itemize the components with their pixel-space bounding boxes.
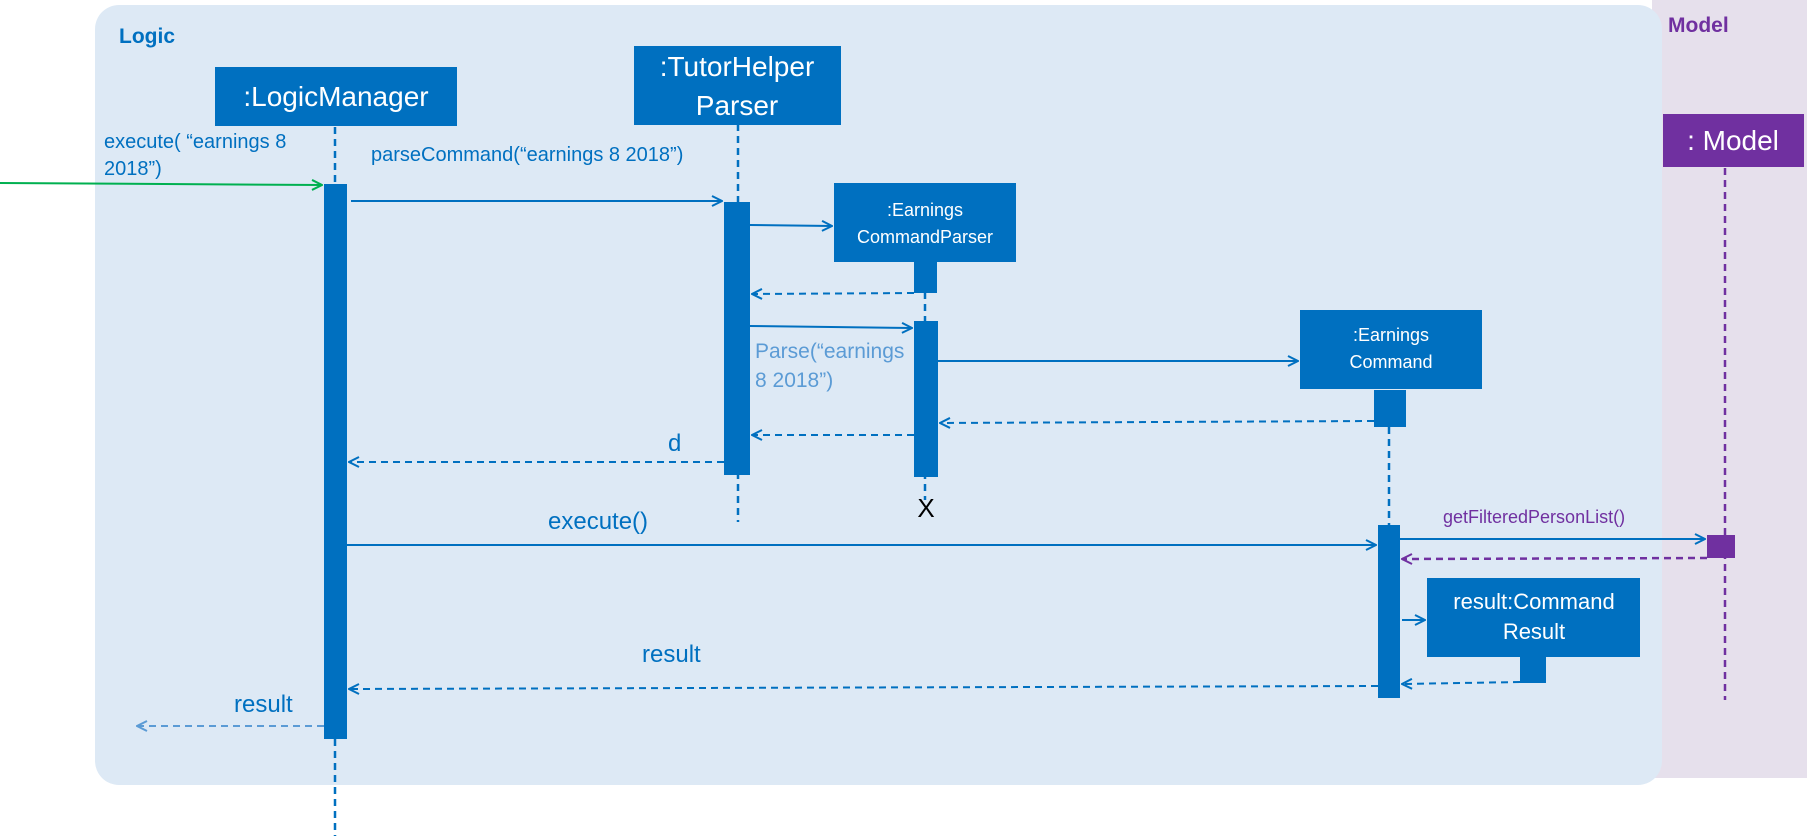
command-result-title-1: result:Command — [1453, 589, 1614, 614]
final-result-label: result — [234, 691, 293, 718]
earnings-command-parser-stub — [914, 262, 937, 293]
model-title: : Model — [1687, 125, 1779, 156]
earnings-command-title-1: :Earnings — [1353, 325, 1429, 345]
model-box — [1663, 114, 1804, 167]
command-created-return — [940, 421, 1375, 423]
create-parser-arrow — [749, 225, 832, 226]
earnings-command-parser-box — [834, 183, 1016, 262]
return-result-label: result — [642, 641, 701, 668]
earnings-command-parser-activation — [914, 321, 938, 477]
earnings-command-parser-title-2: CommandParser — [857, 227, 993, 247]
command-result-stub — [1520, 657, 1546, 683]
command-result-title-2: Result — [1503, 619, 1565, 644]
parse-arrow — [749, 326, 912, 328]
tutor-helper-parser-activation — [724, 202, 750, 475]
logic-manager-activation — [324, 184, 347, 739]
tutor-helper-parser-box — [634, 46, 841, 125]
earnings-command-title-2: Command — [1349, 352, 1432, 372]
logic-manager-title: :LogicManager — [243, 81, 428, 112]
destroy-mark: X — [917, 493, 934, 523]
earnings-command-stub — [1374, 390, 1406, 427]
parse-label-1: Parse(“earnings — [755, 340, 904, 363]
tutor-helper-parser-title-2: Parser — [696, 90, 778, 121]
parse-label-2: 8 2018”) — [755, 369, 833, 392]
execute-input-label-2: 2018”) — [104, 158, 162, 180]
earnings-command-parser-title-1: :Earnings — [887, 200, 963, 220]
tutor-helper-parser-title-1: :TutorHelper — [660, 51, 815, 82]
execute-input-label-1: execute( “earnings 8 — [104, 131, 286, 153]
logic-manager-box — [215, 67, 457, 126]
execute-label: execute() — [548, 508, 648, 535]
command-result-box — [1427, 578, 1640, 657]
logic-frame-label: Logic — [119, 25, 175, 48]
get-filtered-person-list-label: getFilteredPersonList() — [1443, 507, 1625, 527]
return-d-label: d — [668, 430, 681, 457]
return-result-arrow — [349, 686, 1379, 689]
person-list-return — [1402, 558, 1708, 559]
model-activation — [1707, 535, 1735, 558]
parse-command-label: parseCommand(“earnings 8 2018”) — [371, 144, 683, 166]
execute-input-arrow — [0, 183, 322, 185]
model-frame-label: Model — [1668, 14, 1729, 37]
earnings-command-box — [1300, 310, 1482, 389]
result-created-return — [1402, 682, 1521, 684]
earnings-command-activation — [1378, 525, 1400, 698]
parser-created-return — [752, 293, 915, 294]
